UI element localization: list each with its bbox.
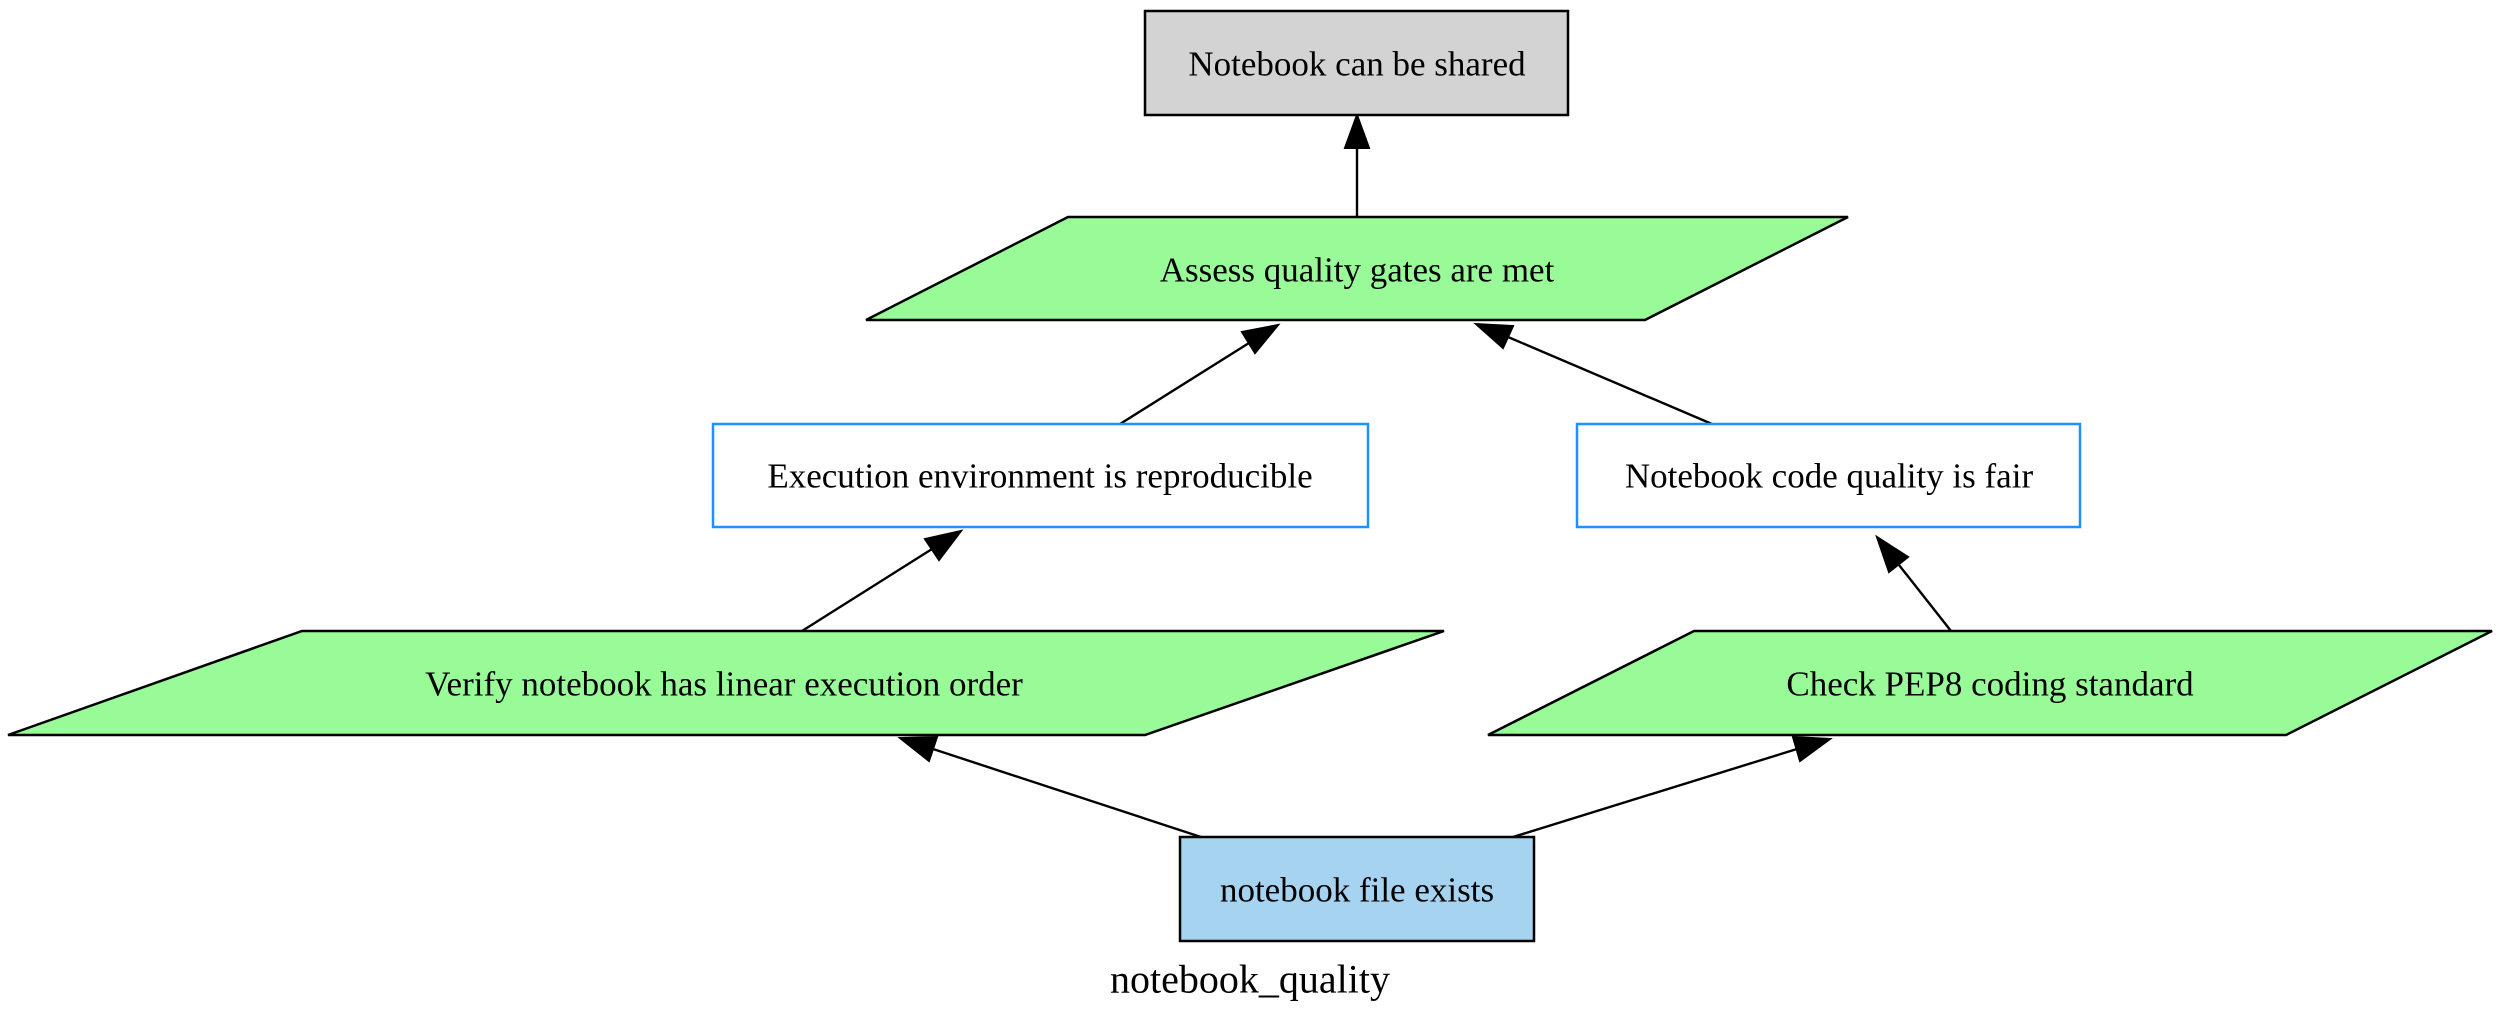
node-label: Notebook code quality is fair <box>1625 457 2034 496</box>
edge-file-exists-to-pep8 <box>1512 735 1833 839</box>
strategy-parallelogram <box>1487 629 2493 737</box>
strategy-parallelogram <box>7 629 1445 737</box>
node-label: Notebook can be shared <box>1188 45 1526 84</box>
edge-quality-gates-to-shared <box>1343 112 1371 217</box>
node-assess-quality-gates: Assess quality gates are met <box>865 215 1849 322</box>
goal-box <box>1143 9 1570 117</box>
claim-box <box>711 422 1370 529</box>
node-execution-environment-reproducible: Execution environment is reproducible <box>711 422 1370 529</box>
evidence-box <box>1178 835 1536 943</box>
node-label: Assess quality gates are met <box>1160 251 1555 290</box>
node-check-pep8-standard: Check PEP8 coding standard <box>1487 629 2493 737</box>
edge-code-quality-to-quality-gates <box>1473 322 1713 426</box>
node-notebook-can-be-shared: Notebook can be shared <box>1143 9 1570 117</box>
node-label: notebook file exists <box>1220 871 1494 910</box>
edges <box>801 112 1952 839</box>
node-label: Verify notebook has linear execution ord… <box>425 665 1023 704</box>
edge-pep8-to-code-quality <box>1875 534 1952 632</box>
claim-box <box>1575 422 2082 529</box>
strategy-parallelogram <box>865 215 1849 322</box>
graph-title: notebook_quality <box>1110 957 1390 1002</box>
node-notebook-file-exists: notebook file exists <box>1178 835 1536 943</box>
node-verify-linear-execution-order: Verify notebook has linear execution ord… <box>7 629 1445 737</box>
edge-file-exists-to-linear-order <box>897 735 1202 839</box>
edge-env-to-quality-gates <box>1119 323 1281 426</box>
node-label: Execution environment is reproducible <box>767 457 1312 496</box>
edge-linear-order-to-env <box>801 529 964 633</box>
node-code-quality-fair: Notebook code quality is fair <box>1575 422 2082 529</box>
node-label: Check PEP8 coding standard <box>1786 665 2194 704</box>
